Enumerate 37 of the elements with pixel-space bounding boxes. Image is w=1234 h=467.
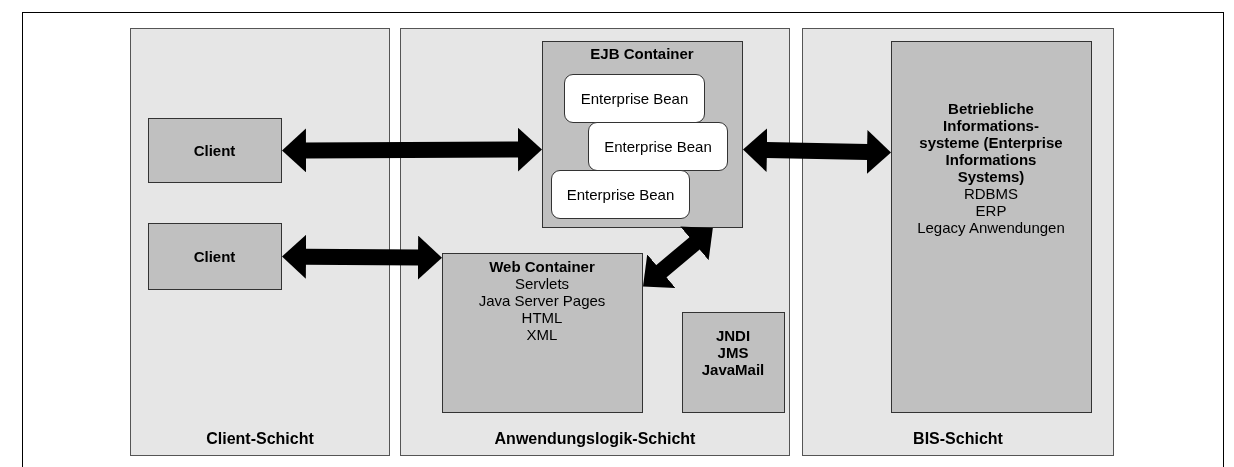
box-heading: Betriebliche Informations- systeme (Enterprise Informations Systems)	[918, 99, 1064, 185]
client-box	[147, 222, 282, 290]
container-box	[441, 252, 643, 413]
bean-box	[564, 74, 705, 123]
container-box	[541, 40, 743, 228]
tier-label: Anwendungslogik-Schicht	[493, 430, 697, 447]
tier-panel	[802, 28, 1114, 456]
system-box	[890, 40, 1092, 413]
box-text: Servlets	[514, 274, 570, 292]
box-text: Java Server Pages	[478, 291, 606, 309]
box-text: Enterprise Bean	[580, 90, 689, 107]
box-text: JMS	[717, 343, 749, 361]
double-arrow	[282, 127, 542, 173]
service-box	[681, 311, 785, 413]
bean-box	[551, 170, 690, 219]
box-text: HTML	[521, 308, 563, 326]
tier-panel	[400, 28, 790, 456]
box-text: Legacy Anwendungen	[917, 218, 1065, 236]
box-text: ERP	[975, 201, 1007, 219]
box-text: Enterprise Bean	[566, 186, 675, 203]
box-heading: EJB Container	[590, 44, 694, 62]
bean-box	[588, 122, 728, 171]
box-text: Enterprise Bean	[604, 138, 712, 155]
box-heading: Web Container	[489, 257, 595, 275]
box-text: XML	[526, 325, 558, 343]
box-text: RDBMS	[963, 184, 1019, 202]
tier-label: Client-Schicht	[205, 430, 315, 447]
box-heading: JNDI	[715, 326, 751, 344]
double-arrow	[282, 234, 442, 280]
tier-panel	[130, 28, 390, 456]
double-arrow	[743, 127, 891, 175]
double-arrow	[643, 226, 713, 289]
box-heading: Client	[193, 141, 236, 159]
client-box	[147, 117, 282, 183]
tier-label: BIS-Schicht	[912, 430, 1004, 447]
box-text: JavaMail	[701, 360, 765, 378]
box-heading: Client	[193, 247, 236, 265]
